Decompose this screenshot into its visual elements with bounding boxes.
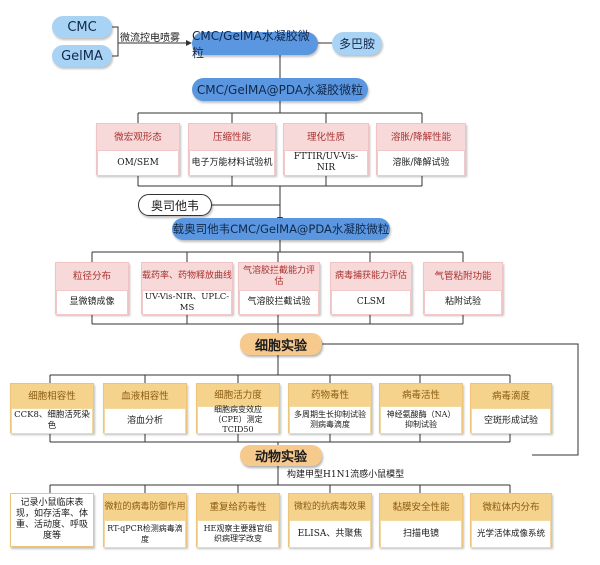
animal-card: 微粒的病毒防御作用 RT-qPCR检测病毒滴度 [103,493,187,548]
card-title: 病毒活性 [380,384,462,406]
card-method: 神经氨酸酶（NA）抑制试验 [380,406,462,434]
performance-card: 粒径分布 显微镜成像 [55,262,129,315]
cell-card: 细胞相容性 CCK8、细胞活死染色 [10,383,94,434]
card-title: 病毒滴度 [471,384,551,408]
performance-card: 载药率、药物释放曲线 UV-Vis-NIR、UPLC-MS [141,262,233,315]
card-method: 光学活体成像系统 [471,520,551,548]
animal-card: 黏膜安全性能 扫描电镜 [379,493,463,548]
card-method: 气溶胶拦截试验 [239,290,319,315]
animal-card: 重复给药毒性 HE观察主要器官组织病理学改变 [196,493,280,548]
card-method: OM/SEM [97,150,179,176]
card-method: RT-qPCR检测病毒滴度 [104,520,186,548]
card-method: 扫描电镜 [380,520,462,548]
dopamine-node: 多巴胺 [332,32,382,55]
card-title: 理化性质 [284,124,368,150]
card-title: 载药率、药物释放曲线 [142,263,232,290]
card-method: UV-Vis-NIR、UPLC-MS [142,290,232,315]
performance-card: 气管粘附功能 粘附试验 [423,262,503,315]
card-method: 空斑形成试验 [471,408,551,434]
characterization-card: 溶胀/降解性能 溶胀/降解试验 [376,123,466,176]
card-method: CCK8、细胞活死染色 [11,408,93,434]
card-method: 多周期生长抑制试验测病毒滴度 [289,406,371,434]
card-title: 微宏观形态 [97,124,179,150]
performance-card: 病毒捕获能力评估 CLSM [330,262,412,315]
card-title: 微粒的抗病毒效果 [289,494,371,520]
performance-card: 气溶胶拦截能力评估 气溶胶拦截试验 [238,262,320,315]
process-label: 微流控电喷雾 [120,33,180,44]
card-method: CLSM [331,290,411,315]
card-method: 显微镜成像 [56,290,128,315]
card-title: 病毒捕获能力评估 [331,263,411,290]
cell-card: 血液相容性 溶血分析 [103,383,187,434]
animal-experiment-label: 动物实验 [240,445,322,466]
card-title: 黏膜安全性能 [380,494,462,520]
card-method: 细胞病变效应（CPE）测定TCID50 [197,405,279,434]
card-title: 细胞活力度 [197,384,279,406]
card-title: 压缩性能 [189,124,275,150]
card-title: 细胞相容性 [11,384,93,408]
characterization-card: 压缩性能 电子万能材料试验机 [188,123,276,176]
card-method: 溶胀/降解试验 [377,150,465,176]
card-title: 微粒的病毒防御作用 [104,494,186,520]
card-method: 电子万能材料试验机 [189,150,275,176]
animal-card: 微粒的抗病毒效果 ELISA、共聚焦 [288,493,372,548]
drug-node: 奥司他韦 [138,194,212,216]
card-method: ELISA、共聚焦 [289,520,371,548]
animal-card: 记录小鼠临床表现，如存活率、体重、活动度、呼吸度等 [10,493,94,547]
loaded-microgel-node: 载奥司他韦CMC/GelMA@PDA水凝胶微粒 [172,218,390,240]
pda-microgel-node: CMC/GelMA@PDA水凝胶微粒 [192,78,368,101]
characterization-card: 微宏观形态 OM/SEM [96,123,180,176]
card-title: 记录小鼠临床表现，如存活率、体重、活动度、呼吸度等 [11,494,93,546]
model-label: 构建甲型H1N1流感小鼠模型 [287,470,405,480]
characterization-card: 理化性质 FTTIR/UV-Vis-NIR [283,123,369,176]
card-title: 气溶胶拦截能力评估 [239,263,319,290]
card-title: 血液相容性 [104,384,186,408]
card-title: 微粒体内分布 [471,494,551,520]
cmc-node: CMC [52,16,112,38]
cell-card: 病毒活性 神经氨酸酶（NA）抑制试验 [379,383,463,434]
cell-card: 药物毒性 多周期生长抑制试验测病毒滴度 [288,383,372,434]
microgel-node: CMC/GelMA水凝胶微粒 [192,29,318,60]
gelma-node: GelMA [52,45,112,67]
cell-card: 细胞活力度 细胞病变效应（CPE）测定TCID50 [196,383,280,434]
card-method: HE观察主要器官组织病理学改变 [197,520,279,548]
cell-card: 病毒滴度 空斑形成试验 [470,383,552,434]
card-method: 溶血分析 [104,408,186,434]
card-title: 重复给药毒性 [197,494,279,520]
card-title: 粒径分布 [56,263,128,290]
card-title: 溶胀/降解性能 [377,124,465,150]
card-method: FTTIR/UV-Vis-NIR [284,150,368,176]
animal-card: 微粒体内分布 光学活体成像系统 [470,493,552,548]
card-title: 药物毒性 [289,384,371,406]
card-method: 粘附试验 [424,290,502,315]
card-title: 气管粘附功能 [424,263,502,290]
cell-experiment-label: 细胞实验 [240,333,322,355]
